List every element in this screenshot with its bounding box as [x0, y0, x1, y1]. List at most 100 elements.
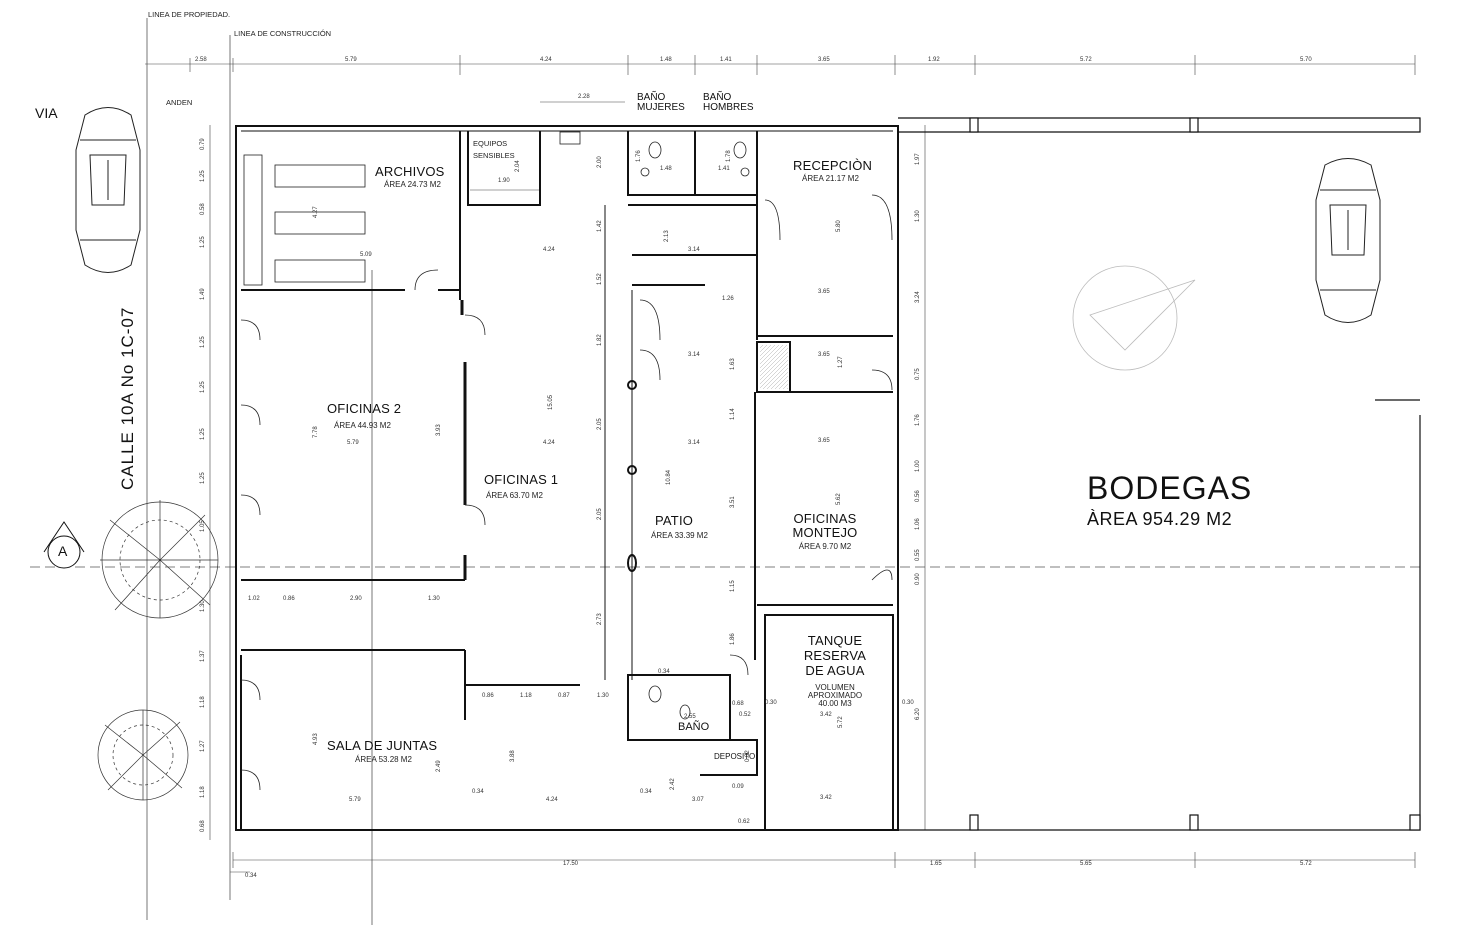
dim-interior: 4.24 [543, 247, 555, 253]
dim-left: 0.68 [200, 820, 206, 832]
dim-top: 5.70 [1300, 57, 1312, 63]
dim-vertical: 1.78 [726, 150, 732, 162]
dim-interior: 4.24 [543, 440, 555, 446]
room-montejo-name2: MONTEJO [792, 525, 858, 540]
dim-interior: 0.30 [765, 700, 777, 706]
dim-interior: 0.52 [739, 712, 751, 718]
dim-vertical: 4.27 [313, 206, 319, 218]
room-patio-area: ÁREA 33.39 M2 [651, 531, 708, 540]
dim-left: 1.25 [200, 428, 206, 440]
dim-left: 1.37 [200, 650, 206, 662]
dim-right: 1.00 [915, 460, 921, 472]
dim-vertical: 3.93 [436, 424, 442, 436]
dim-interior: 2.28 [578, 94, 590, 100]
dim-interior: 3.14 [688, 247, 700, 253]
dim-left: 1.25 [200, 336, 206, 348]
room-oficinas2-name: OFICINAS 2 [327, 401, 402, 416]
room-montejo-area: ÁREA 9.70 M2 [798, 542, 852, 551]
dim-interior: 3.65 [818, 289, 830, 295]
dim-interior: 3.65 [818, 438, 830, 444]
dim-interior: 3.65 [818, 352, 830, 358]
stair-hatch [760, 345, 788, 389]
dim-top: 5.72 [1080, 57, 1092, 63]
via-label: VIA [35, 105, 58, 121]
dim-left: 1.25 [200, 170, 206, 182]
dim-vertical: 5.72 [838, 716, 844, 728]
dim-left: 0.79 [200, 138, 206, 150]
dim-vertical: 2.04 [515, 160, 521, 172]
dim-interior: 3.42 [820, 795, 832, 801]
room-tanque-name: TANQUE [807, 633, 863, 648]
room-sala-juntas-area: ÁREA 53.28 M2 [355, 755, 412, 764]
dim-interior: 3.07 [692, 797, 704, 803]
room-tanque-name2: RESERVA [803, 648, 867, 663]
dim-vertical: 2.73 [597, 613, 603, 625]
room-bodegas-name: BODEGAS [1087, 470, 1253, 506]
dim-right: 0.90 [915, 573, 921, 585]
tree-1 [100, 500, 219, 619]
dim-left: 1.25 [200, 381, 206, 393]
dim-interior: 0.34 [640, 789, 652, 795]
dim-vertical: 3.51 [730, 496, 736, 508]
reference-lines [30, 18, 1420, 925]
side-dimension-lines [209, 125, 926, 840]
room-bano-name: BAÑO [678, 721, 710, 733]
anden-label: ANDEN [166, 98, 193, 107]
dim-left: 1.05 [200, 520, 206, 532]
bodegas-outline [898, 117, 1421, 831]
archive-shelves [243, 154, 366, 286]
room-archivos-name: ARCHIVOS [375, 164, 445, 179]
dim-interior: 2.90 [350, 596, 362, 602]
dim-interior: 3.14 [688, 352, 700, 358]
facade-windows [240, 194, 893, 791]
dim-interior: 1.48 [660, 166, 672, 172]
room-sala-juntas-name: SALA DE JUNTAS [327, 738, 438, 753]
dim-bottom: 0.34 [245, 873, 257, 879]
dim-right: 1.30 [915, 210, 921, 222]
bottom-dimension-line [230, 852, 1416, 873]
dim-vertical: 1.27 [838, 356, 844, 368]
room-montejo-name: OFICINAS [793, 511, 857, 526]
room-bano-hombres-name: BAÑO HOMBRES [703, 92, 754, 113]
room-tanque-vol3: 40.00 M3 [818, 699, 852, 708]
dim-top: 4.24 [540, 57, 552, 63]
room-oficinas2-area: ÁREA 44.93 M2 [334, 421, 391, 430]
car-left [75, 107, 141, 273]
dim-interior: 5.09 [360, 252, 372, 258]
dim-interior: 0.30 [902, 700, 914, 706]
dim-vertical: 5.62 [836, 493, 842, 505]
dim-vertical: 1.52 [597, 273, 603, 285]
room-patio-name: PATIO [655, 513, 694, 528]
room-tanque-vol1: VOLUMEN [815, 683, 855, 692]
dim-interior: 1.41 [718, 166, 730, 172]
dim-left: 1.18 [200, 696, 206, 708]
dim-bottom: 17.50 [563, 861, 579, 867]
dim-right: 0.75 [915, 368, 921, 380]
dim-interior: 4.24 [546, 797, 558, 803]
building-walls [235, 125, 899, 831]
dim-right: 1.76 [915, 414, 921, 426]
construction-line-label: LINEA DE CONSTRUCCIÓN [234, 29, 332, 38]
dim-interior: 1.18 [520, 693, 532, 699]
dim-interior: 0.09 [732, 784, 744, 790]
street-label: CALLE 10A No 1C-07 [118, 306, 137, 490]
dim-vertical: 15.05 [548, 394, 554, 410]
room-tanque-name3: DE AGUA [805, 663, 865, 678]
dim-top: 1.41 [720, 57, 732, 63]
dim-right: 0.56 [915, 490, 921, 502]
dim-vertical: 4.93 [313, 733, 319, 745]
dim-interior: 5.79 [347, 440, 359, 446]
dim-vertical: 2.05 [597, 508, 603, 520]
dim-left: 1.27 [200, 740, 206, 752]
dim-vertical: 5.80 [836, 220, 842, 232]
dim-interior: 0.86 [283, 596, 295, 602]
dim-vertical: 1.82 [597, 334, 603, 346]
dim-left: 1.30 [200, 600, 206, 612]
dim-right: 6.20 [915, 708, 921, 720]
room-oficinas1-area: ÁREA 63.70 M2 [486, 491, 543, 500]
dim-interior: 1.30 [428, 596, 440, 602]
property-line-label: LINEA DE PROPIEDAD. [148, 10, 231, 19]
tree-2 [97, 709, 189, 801]
dim-top: 2.58 [195, 57, 207, 63]
